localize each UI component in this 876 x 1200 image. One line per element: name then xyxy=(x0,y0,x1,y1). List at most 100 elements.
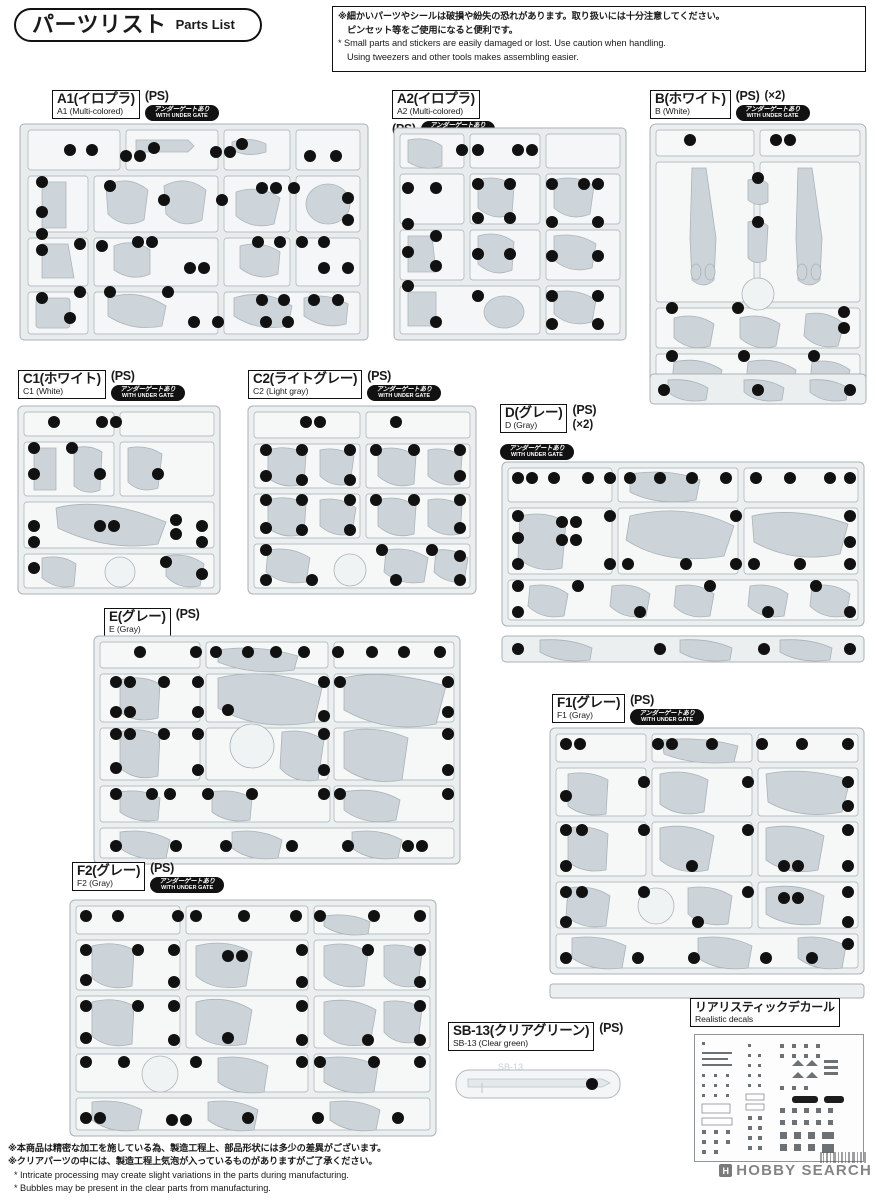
sprue-name-box-a2: A2(イロプラ) A2 (Multi-colored) xyxy=(392,90,480,119)
sprue-name-en-c1: C1 (White) xyxy=(23,386,64,396)
footer-en-text-2: Bubbles may be present in the clear part… xyxy=(20,1183,271,1194)
sprue-name-box-b: B(ホワイト) B (White) xyxy=(650,90,731,119)
decal-name-en: Realistic decals xyxy=(695,1014,754,1024)
sprue-name-jp-a2: A2(イロプラ) xyxy=(397,91,475,106)
sprue-name-en-f2: F2 (Gray) xyxy=(77,878,113,888)
under-gate-badge-a1: アンダーゲートあり WITH UNDER GATE xyxy=(144,105,219,121)
sprue-name-jp-c2: C2(ライトグレー) xyxy=(253,371,358,386)
sprue-material-f1: (PS) xyxy=(630,693,654,707)
runner-graphic-a2 xyxy=(392,126,628,342)
runner-svg-b xyxy=(649,123,867,397)
sprue-multiplier-d: (×2) xyxy=(572,419,594,431)
decal-name-jp: リアリスティックデカール xyxy=(695,1000,835,1014)
runner-graphic-f2 xyxy=(68,898,438,1138)
runner-svg-c2 xyxy=(247,405,477,595)
sprue-name-jp-d: D(グレー) xyxy=(505,405,563,420)
sprue-name-jp-b: B(ホワイト) xyxy=(655,91,726,106)
sprue-name-en-a2: A2 (Multi-colored) xyxy=(397,106,464,116)
notice-bullet: * xyxy=(338,38,342,48)
sprue-name-jp-c1: C1(ホワイト) xyxy=(23,371,101,386)
footer-bullet-1: * xyxy=(14,1169,18,1180)
runner-graphic-b xyxy=(648,122,868,398)
hobby-search-watermark: H HOBBY SEARCH xyxy=(719,1162,872,1179)
runner-svg-d-lower xyxy=(501,635,865,663)
runner-graphic-d xyxy=(500,460,866,628)
page-title-en: Parts List xyxy=(175,17,235,32)
sprue-meta-e: (PS) xyxy=(176,608,200,621)
under-gate-jp-a2: アンダーゲートあり xyxy=(430,122,486,129)
runner-graphic-e xyxy=(92,634,462,866)
runner-svg-sb13: SB-13 xyxy=(455,1062,621,1099)
sprue-label-sb13: SB-13(クリアグリーン) SB-13 (Clear green) (PS) xyxy=(448,1022,623,1051)
sprue-name-box-sb13: SB-13(クリアグリーン) SB-13 (Clear green) xyxy=(448,1022,595,1051)
sprue-material-a1: (PS) xyxy=(144,89,169,103)
sprue-material-c2: (PS) xyxy=(367,369,392,383)
runner-graphic-c2 xyxy=(246,404,478,596)
sprue-label-b: B(ホワイト) B (White) (PS) (×2) アンダーゲートあり WI… xyxy=(650,90,810,121)
sprue-meta-f2: (PS) アンダーゲートあり WITH UNDER GATE xyxy=(150,862,225,893)
decal-label: リアリスティックデカール Realistic decals xyxy=(690,998,840,1027)
under-gate-badge-c2: アンダーゲートあり WITH UNDER GATE xyxy=(367,385,442,401)
footer-en-line-1: * Intricate processing may create slight… xyxy=(8,1169,628,1182)
sprue-name-jp-e: E(グレー) xyxy=(109,609,166,624)
sprue-label-f2: F2(グレー) F2 (Gray) (PS) アンダーゲートあり WITH UN… xyxy=(72,862,225,893)
runner-svg-c1 xyxy=(17,405,221,595)
sprue-name-jp-f1: F1(グレー) xyxy=(557,695,621,710)
sprue-label-c1: C1(ホワイト) C1 (White) (PS) アンダーゲートあり WITH … xyxy=(18,370,185,401)
decal-name-box: リアリスティックデカール Realistic decals xyxy=(690,998,840,1027)
sprue-material-b: (PS) xyxy=(735,89,760,103)
page-title: パーツリスト Parts List xyxy=(14,8,262,42)
notice-jp-line-2: ピンセット等をご使用になると便利です。 xyxy=(347,24,518,35)
under-gate-jp-d: アンダーゲートあり xyxy=(509,445,565,452)
under-gate-en-c1: WITH UNDER GATE xyxy=(121,393,174,399)
notice-en-line-1: * Small parts and stickers are easily da… xyxy=(338,37,860,51)
sprue-name-box-d: D(グレー) D (Gray) xyxy=(500,404,568,433)
runner-graphic-sb13: SB-13 xyxy=(452,1062,628,1102)
hobby-search-text: HOBBY SEARCH xyxy=(736,1162,872,1179)
runner-svg-f1 xyxy=(549,727,865,975)
footer-en-text-1: Intricate processing may create slight v… xyxy=(20,1169,349,1180)
under-gate-badge-b: アンダーゲートあり WITH UNDER GATE xyxy=(735,105,810,121)
under-gate-badge-f1: アンダーゲートあり WITH UNDER GATE xyxy=(630,709,705,725)
under-gate-badge-f2: アンダーゲートあり WITH UNDER GATE xyxy=(150,877,225,893)
runner-svg-e xyxy=(93,635,461,865)
under-gate-en-c2: WITH UNDER GATE xyxy=(378,393,431,399)
footer-jp-line-2: ※クリアパーツの中には、製造工程上気泡が入っているものがありますがご了承ください… xyxy=(8,1156,378,1167)
sprue-name-jp-sb13: SB-13(クリアグリーン) xyxy=(453,1023,590,1038)
sprue-name-en-c2: C2 (Light gray) xyxy=(253,386,309,396)
runner-svg-a2 xyxy=(393,127,627,341)
runner-svg-b-lower xyxy=(649,373,867,405)
sprue-meta-b: (PS) (×2) アンダーゲートあり WITH UNDER GATE xyxy=(735,89,810,121)
sprue-name-jp-a1: A1(イロプラ) xyxy=(57,91,135,106)
decal-sheet xyxy=(694,1034,864,1162)
runner-graphic-d-lower xyxy=(500,634,866,664)
footer-jp-line-1: ※本商品は精密な加工を施している為、製造工程上、部品形状には多少の差異がございま… xyxy=(8,1143,387,1153)
under-gate-jp-c2: アンダーゲートあり xyxy=(376,386,433,393)
sprue-name-box-e: E(グレー) E (Gray) xyxy=(104,608,171,637)
runner-svg-f2 xyxy=(69,899,437,1137)
sprue-name-jp-f2: F2(グレー) xyxy=(77,863,141,878)
sprue-name-box-f1: F1(グレー) F1 (Gray) xyxy=(552,694,626,723)
footer-bullet-2: * xyxy=(14,1183,18,1194)
runner-graphic-b-lower xyxy=(648,372,868,406)
runner-graphic-c1 xyxy=(16,404,222,596)
under-gate-jp-a1: アンダーゲートあり xyxy=(154,106,210,113)
under-gate-jp-c1: アンダーゲートあり xyxy=(120,386,176,393)
under-gate-en-f2: WITH UNDER GATE xyxy=(161,885,214,891)
under-gate-jp-f1: アンダーゲートあり xyxy=(639,710,695,717)
under-gate-badge-d: アンダーゲートあり WITH UNDER GATE xyxy=(500,444,574,460)
runner-graphic-a1 xyxy=(18,122,370,342)
notice-en-line-2: Using tweezers and other tools makes ass… xyxy=(347,51,579,62)
sprue-meta-c1: (PS) アンダーゲートあり WITH UNDER GATE xyxy=(110,370,185,401)
under-gate-en-f1: WITH UNDER GATE xyxy=(641,717,694,723)
sprue-name-en-a1: A1 (Multi-colored) xyxy=(57,106,124,116)
sprue-name-en-e: E (Gray) xyxy=(109,624,141,634)
sprue-meta-c2: (PS) アンダーゲートあり WITH UNDER GATE xyxy=(367,369,442,401)
sprue-label-a1: A1(イロプラ) A1 (Multi-colored) (PS) アンダーゲート… xyxy=(52,90,219,121)
under-gate-jp-f2: アンダーゲートあり xyxy=(159,878,215,885)
runner-svg-a1 xyxy=(19,123,369,341)
page-title-jp: パーツリスト xyxy=(32,12,167,37)
barcode-icon xyxy=(820,1152,866,1163)
sprue-name-box-f2: F2(グレー) F2 (Gray) xyxy=(72,862,146,891)
handling-notice: ※細かいパーツやシールは破損や紛失の恐れがあります。取り扱いには十分注意してくだ… xyxy=(332,6,866,72)
